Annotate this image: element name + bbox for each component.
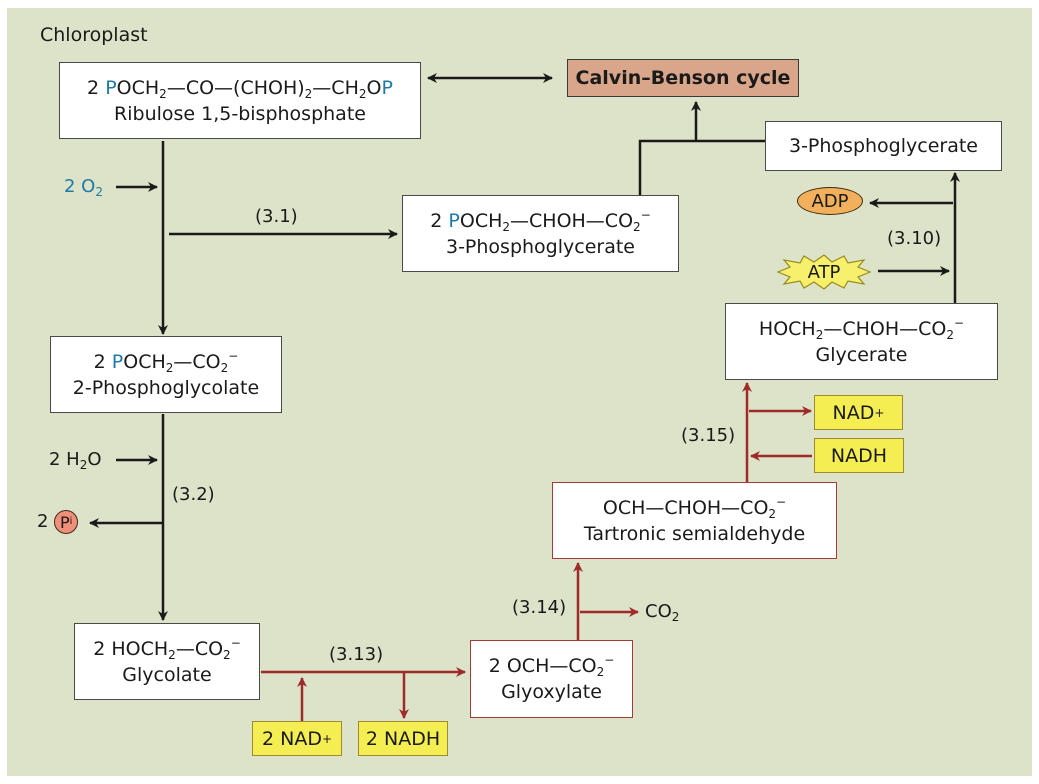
node-glycolate[interactable]: 2 HOCH2—CO2− Glycolate xyxy=(74,623,260,700)
phosphoglycolate-formula: 2 POCH2—CO2− xyxy=(93,348,239,375)
glycolate-name: Glycolate xyxy=(122,663,212,686)
co2-output-label: CO2 xyxy=(645,601,680,624)
node-glycerate[interactable]: HOCH2—CHOH—CO2− Glycerate xyxy=(725,303,998,380)
starburst-icon xyxy=(776,254,872,290)
tartronic-formula: OCH—CHOH—CO2− xyxy=(602,494,787,521)
reaction-3-15: (3.15) xyxy=(681,425,736,446)
atp-label: ATP xyxy=(807,261,841,283)
node-glyoxylate[interactable]: 2 OCH—CO2− Glyoxylate xyxy=(470,640,633,718)
chloroplast-label: Chloroplast xyxy=(40,24,148,46)
reaction-3-10: (3.10) xyxy=(887,228,942,249)
glycerate-formula: HOCH2—CHOH—CO2− xyxy=(758,315,965,342)
pga-right-name: 3-Phosphoglycerate xyxy=(788,135,978,157)
node-ribulose-bisphosphate[interactable]: 2 POCH2—CO—(CHOH)2—CH2OP Ribulose 1,5-bi… xyxy=(59,62,421,139)
h2o-input-label: 2 H2O xyxy=(49,449,102,472)
glyoxylate-formula: 2 OCH—CO2− xyxy=(488,653,615,679)
node-calvin-benson-cycle[interactable]: Calvin–Benson cycle xyxy=(567,59,799,97)
node-3-phosphoglycerate[interactable]: 2 POCH2—CHOH—CO2− 3-Phosphoglycerate xyxy=(402,195,679,272)
phosphoglycolate-name: 2-Phosphoglycolate xyxy=(72,376,260,399)
reaction-3-14: (3.14) xyxy=(512,597,567,618)
reaction-3-1: (3.1) xyxy=(255,206,298,227)
node-2-phosphoglycolate[interactable]: 2 POCH2—CO2− 2-Phosphoglycolate xyxy=(50,336,282,413)
glycolate-formula: 2 HOCH2—CO2− xyxy=(93,635,241,662)
pga-middle-name: 3-Phosphoglycerate xyxy=(445,235,635,258)
glycerate-name: Glycerate xyxy=(815,343,908,366)
reaction-3-13: (3.13) xyxy=(329,644,384,665)
node-tartronic-semialdehyde[interactable]: OCH—CHOH—CO2− Tartronic semialdehyde xyxy=(552,482,837,559)
adp-label: ADP xyxy=(811,190,849,212)
rubp-formula: 2 POCH2—CO—(CHOH)2—CH2OP xyxy=(87,76,393,101)
pga-middle-formula: 2 POCH2—CHOH—CO2− xyxy=(430,207,651,234)
rubp-name: Ribulose 1,5-bisphosphate xyxy=(114,102,366,125)
node-3-phosphoglycerate-right[interactable]: 3-Phosphoglycerate xyxy=(765,121,1002,171)
tartronic-name: Tartronic semialdehyde xyxy=(583,522,806,545)
cofactor-nadh: NADH xyxy=(814,438,904,473)
calvin-label: Calvin–Benson cycle xyxy=(575,67,791,89)
adp-oval: ADP xyxy=(797,187,863,215)
cofactor-2-nad-plus: 2 NAD+ xyxy=(252,721,342,756)
glyoxylate-name: Glyoxylate xyxy=(501,681,602,703)
reaction-3-2: (3.2) xyxy=(172,484,215,505)
cofactor-nad-plus: NAD+ xyxy=(814,395,903,430)
o2-input-label: 2 O2 xyxy=(64,176,103,199)
atp-starburst: ATP xyxy=(774,254,874,290)
cofactor-2-nadh: 2 NADH xyxy=(358,721,448,756)
